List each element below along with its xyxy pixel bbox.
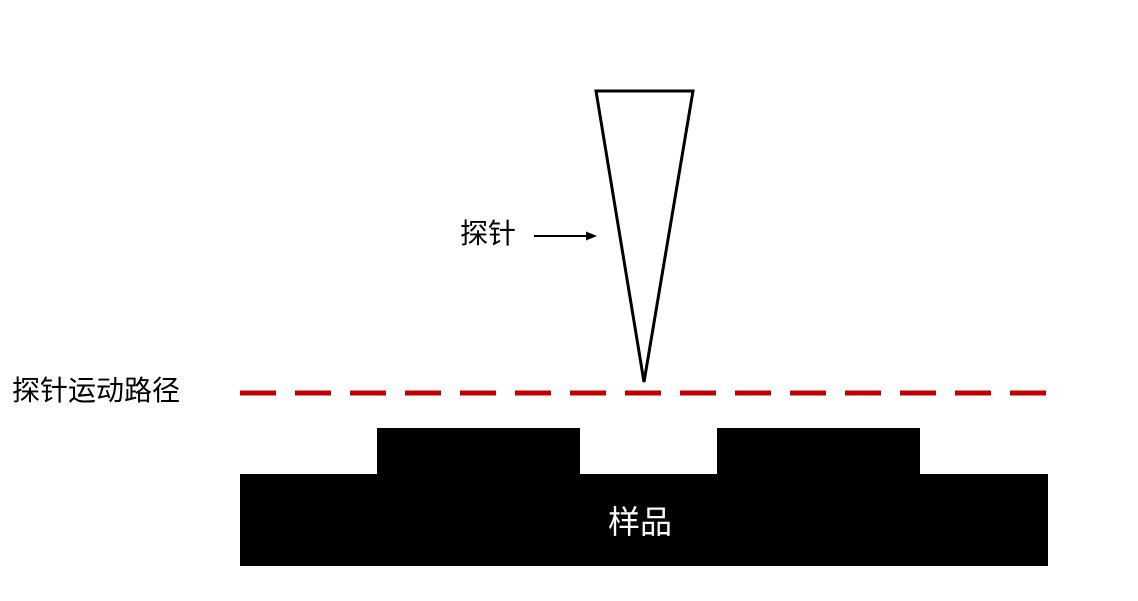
- probe-path-label: 探针运动路径: [12, 374, 181, 407]
- probe-arrow: [534, 231, 597, 241]
- sample-label: 样品: [608, 503, 673, 541]
- sample-bump-right: [717, 428, 920, 475]
- sample-bump-left: [377, 428, 580, 475]
- probe-tip: [594, 89, 695, 383]
- probe-label: 探针: [460, 217, 517, 250]
- sample-body: [240, 428, 1048, 566]
- sample-base: [240, 474, 1048, 566]
